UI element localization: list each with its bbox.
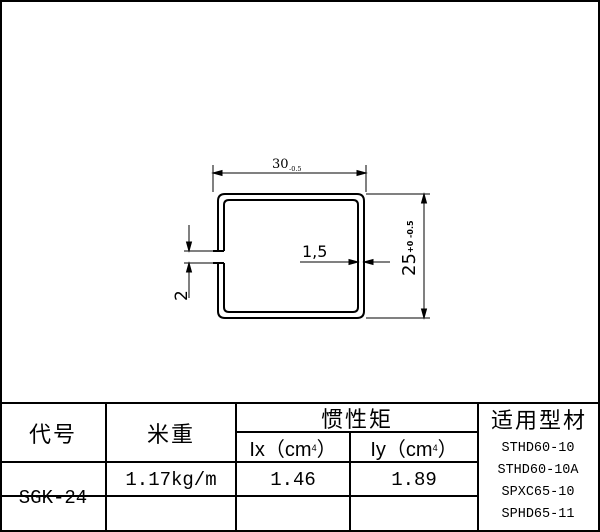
slit-gap-dimension <box>184 225 213 298</box>
header-models: 适用型材 <box>490 409 587 434</box>
models-list: STHD60-10 STHD60-10A SPXC65-10 SPHD65-11 <box>478 438 598 526</box>
slit-gap-value: 2 <box>172 290 192 301</box>
model-item: SPXC65-10 <box>501 485 575 500</box>
width-dimension-value: 30 <box>272 157 289 172</box>
wall-thickness-value: 1,5 <box>302 242 327 261</box>
cell-ix: 1.46 <box>270 468 316 491</box>
wall-thickness-dimension <box>300 258 390 266</box>
header-ix-label: Ix（cm <box>249 439 312 461</box>
height-dimension <box>366 192 430 320</box>
model-item: STHD60-10A <box>497 463 579 478</box>
cell-weight: 1.17kg/m <box>125 468 217 491</box>
header-ix-exponent: 4 <box>311 442 317 453</box>
height-dimension-tolerance: +0 -0.5 <box>406 220 415 253</box>
header-weight: 米重 <box>146 423 195 448</box>
model-item: STHD60-10 <box>501 441 575 456</box>
cell-iy: 1.89 <box>391 468 437 491</box>
tube-profile <box>213 193 365 319</box>
header-iy-exponent: 4 <box>432 442 438 453</box>
header-code: 代号 <box>28 423 77 448</box>
cell-code: SGK-24 <box>18 486 88 509</box>
width-dimension <box>211 165 368 192</box>
tube-outer-edge <box>217 193 365 319</box>
height-dimension-value: 25 <box>399 253 420 276</box>
spec-table-grid <box>0 402 600 532</box>
header-ix-close: ） <box>316 439 337 461</box>
header-inertia: 惯性矩 <box>320 408 393 433</box>
tube-inner-edge <box>223 199 359 313</box>
header-iy-label: Iy（cm <box>370 439 433 461</box>
width-dimension-tolerance: -0.5 <box>289 165 302 173</box>
header-iy-close: ） <box>437 439 458 461</box>
model-item: SPHD65-11 <box>501 507 575 522</box>
